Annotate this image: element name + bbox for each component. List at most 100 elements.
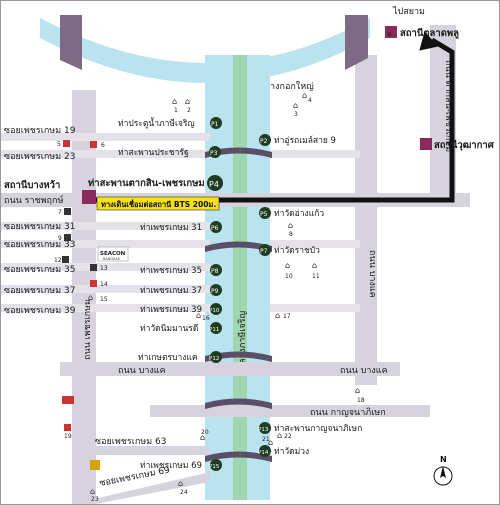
pier-p7-code: P7 [260, 248, 268, 255]
pier-p6[interactable]: ท่าเพชรเกษม 31 P6 [140, 221, 222, 233]
pier-p3-label: ท่าสะพานประชารัฐ [118, 148, 189, 158]
road-right-vertical-label: ถนน บางแค [367, 250, 377, 298]
pier-p7[interactable]: P7 ท่าวัดราชบัว [259, 244, 320, 256]
svg-text:⌂: ⌂ [275, 311, 280, 320]
station-wutthakat[interactable]: สถานีวุฒากาศ [420, 138, 495, 151]
svg-text:⌂: ⌂ [172, 97, 177, 106]
poi-21-num: 21 [262, 436, 270, 443]
pier-p9-code: P9 [211, 288, 219, 295]
pier-p10-code: P10 [209, 308, 220, 314]
poi-11-num: 11 [312, 273, 320, 280]
pier-p1[interactable]: ท่าประตูน้ำภาษีเจริญ P1 [118, 117, 222, 129]
poi-24[interactable]: ⌂24 [178, 479, 188, 496]
bridge-4 [205, 398, 272, 409]
seacon-name: SEACON [100, 251, 126, 257]
poi-5-num: 5 [57, 141, 61, 148]
pier-p4-label: ท่าสะพานตากสิน-เพชรเกษม [88, 178, 205, 189]
pier-p6-code: P6 [211, 225, 219, 232]
pier-p2-code: P2 [260, 138, 268, 145]
poi-6-num: 6 [101, 142, 105, 149]
road-phet-kasem-left [72, 90, 96, 505]
pier-p7-label: ท่าวัดราชบัว [274, 246, 320, 256]
poi-10[interactable]: ⌂10 [285, 261, 293, 280]
pier-p6-label: ท่าเพชรเกษม 31 [140, 223, 202, 233]
pier-p15-label: ท่าเพชรเกษม 69 [140, 461, 202, 471]
station-talat-phlu-label: สถานีตลาดพลู [400, 27, 459, 40]
poi-16-num: 16 [202, 315, 210, 322]
pier-p10-label: ท่าเพชรเกษม 39 [140, 305, 202, 315]
road-kanchanaphisek-label: ถนน กาญจนาภิเษก [310, 407, 386, 418]
pier-p5-code: P5 [260, 211, 268, 218]
canal-cap-right [345, 15, 368, 70]
road-bang-khae [60, 362, 400, 376]
pier-p13[interactable]: P13 ท่าสะพานกาญจนาภิเษก [258, 422, 362, 434]
road-bang-khae-label: ถนน บางแค [118, 366, 166, 376]
poi-22[interactable]: ⌂22 [277, 431, 292, 440]
poi-17-num: 17 [283, 313, 291, 320]
poi-7[interactable]: 7 [58, 208, 71, 216]
pier-p4[interactable]: ท่าสะพานตากสิน-เพชรเกษม P4 [88, 175, 223, 191]
pier-p10[interactable]: ท่าเพชรเกษม 39 P10 [140, 303, 222, 315]
canal-bangkok-yai [40, 18, 370, 83]
pier-p8-label: ท่าเพชรเกษม 35 [140, 266, 202, 276]
svg-text:⌂: ⌂ [355, 386, 360, 395]
poi-6[interactable]: 6 [90, 141, 105, 149]
pier-p3-code: P3 [210, 150, 218, 157]
poi-11[interactable]: ⌂11 [312, 261, 320, 280]
soi-63-label: ซอยเพชรเกษม 63 [95, 437, 166, 447]
station-bang-wa-label: สถานีบางหว้า [4, 179, 60, 191]
road-soi-row-5 [0, 263, 210, 271]
poi-5[interactable]: 5 [57, 140, 70, 148]
pier-p2[interactable]: P2 ท่าอู่รถเมล์สาย 9 [259, 134, 336, 146]
poi-12[interactable]: 12 [54, 256, 69, 264]
poi-3-num: 3 [294, 111, 298, 118]
canal-label: คลองบางกอกใหญ่ [243, 81, 314, 92]
svg-text:⌂: ⌂ [88, 293, 93, 302]
pier-p5-label: ท่าวัดอ่างแก้ว [274, 208, 324, 219]
station-icon-glyph: ⊕ [387, 31, 392, 38]
poi-18[interactable]: ⌂18 [355, 386, 365, 404]
road-bang-khae-right-label: ถนน บางแค [340, 366, 388, 376]
pier-p12[interactable]: ท่าเกษตรบางแค P12 [138, 351, 222, 363]
pier-p15[interactable]: ท่าเพชรเกษม 69 P15 [140, 459, 222, 471]
poi-17[interactable]: ⌂17 [275, 311, 291, 320]
pier-p13-code: P13 [258, 427, 269, 433]
pier-p11[interactable]: ท่าวัดนิมมานรดี P11 [140, 322, 222, 334]
road-soi-69 [90, 472, 210, 505]
poi-13-num: 13 [100, 265, 108, 272]
soi-37-label: ซอยเพชรเกษม 37 [4, 286, 75, 296]
poi-1[interactable]: ⌂1 [172, 97, 178, 114]
poi-2[interactable]: ⌂2 [185, 97, 191, 114]
poi-20[interactable]: ⌂20 [200, 429, 209, 442]
poi-21[interactable]: ⌂21 [262, 436, 273, 447]
pier-p4-code: P4 [209, 180, 219, 189]
poi-13[interactable]: 13 [90, 264, 108, 272]
station-talat-phlu[interactable]: ⊕ สถานีตลาดพลู [385, 26, 459, 40]
poi-4[interactable]: ⌂4 [302, 91, 312, 104]
bts-walkway-note: ทางเดินเชื่อมต่อสถานี BTS 200ม. [96, 196, 220, 211]
poi-3[interactable]: ⌂3 [293, 101, 298, 118]
poi-9[interactable]: 9 [58, 234, 71, 242]
poi-23[interactable]: ⌂23 [90, 487, 99, 503]
bridge-5 [205, 451, 272, 462]
station-bang-wa[interactable]: สถานีบางหว้า [4, 179, 96, 204]
road-soi-63 [80, 446, 210, 455]
poi-8[interactable]: ⌂8 [288, 221, 293, 238]
pier-p8[interactable]: ท่าเพชรเกษม 35 P8 [140, 264, 222, 276]
svg-text:⌂: ⌂ [90, 487, 95, 496]
soi-31-label: ซอยเพชรเกษม 31 [4, 222, 75, 232]
pier-p3[interactable]: ท่าสะพานประชารัฐ P3 [118, 146, 221, 158]
north-arrow: N [433, 455, 453, 486]
poi-14[interactable]: 14 [90, 280, 108, 288]
pier-p9[interactable]: ท่าเพชรเกษม 37 P9 [140, 284, 222, 296]
pier-p15-code: P15 [209, 464, 220, 470]
poi-15[interactable]: ⌂15 [88, 293, 108, 303]
pier-p5[interactable]: P5 ท่าวัดอ่างแก้ว [259, 207, 324, 219]
poi-1-num: 1 [174, 107, 178, 114]
pier-p1-code: P1 [211, 121, 219, 128]
poi-16[interactable]: ⌂16 [196, 311, 210, 322]
seacon-bangkae-logo: SEACON BANGKAE [97, 246, 129, 262]
pier-p14[interactable]: P14 ท่าวัดม่วง [258, 445, 309, 457]
poi-19[interactable]: 19 [64, 424, 72, 440]
poi-8-num: 8 [289, 231, 293, 238]
